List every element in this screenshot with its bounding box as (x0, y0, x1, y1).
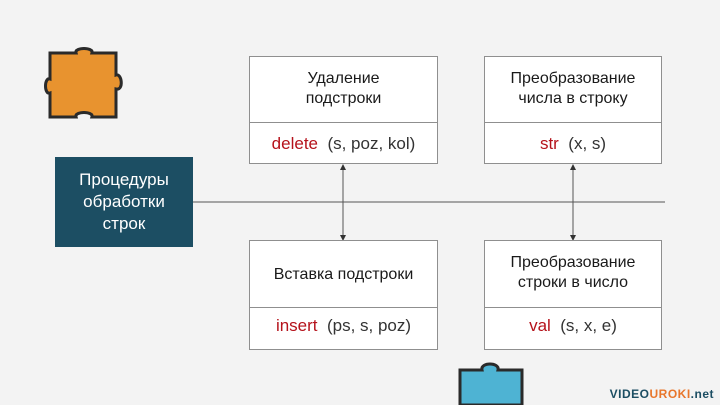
watermark-part3: .net (691, 387, 714, 401)
procedures-label: Процедуры обработки строк (79, 169, 169, 235)
card-insert-title: Вставка подстроки (250, 265, 437, 285)
card-insert-divider (250, 307, 437, 308)
card-val-args: (s, x, e) (560, 316, 617, 335)
card-str: Преобразование числа в строку str (x, s) (484, 56, 662, 164)
card-delete-divider (250, 122, 437, 123)
card-delete-title: Удаление подстроки (250, 69, 437, 109)
card-insert-fn: insert (276, 316, 318, 335)
arrow-up-str (570, 164, 576, 170)
watermark-part2: UROKI (649, 387, 690, 401)
card-val: Преобразование строки в число val (s, x,… (484, 240, 662, 350)
procedures-box: Процедуры обработки строк (55, 157, 193, 247)
card-val-title: Преобразование строки в число (485, 253, 661, 293)
card-str-signature: str (x, s) (485, 133, 661, 155)
card-str-args: (x, s) (568, 134, 606, 153)
card-delete-fn: delete (272, 134, 318, 153)
card-insert-args: (ps, s, poz) (327, 316, 411, 335)
arrow-up-delete (340, 164, 346, 170)
card-delete-args: (s, poz, kol) (327, 134, 415, 153)
card-str-fn: str (540, 134, 559, 153)
card-str-title: Преобразование числа в строку (485, 69, 661, 109)
card-str-divider (485, 122, 661, 123)
card-delete-signature: delete (s, poz, kol) (250, 133, 437, 155)
watermark-logo: VIDEOUROKI.net (610, 387, 714, 401)
card-insert: Вставка подстроки insert (ps, s, poz) (249, 240, 438, 350)
card-delete: Удаление подстроки delete (s, poz, kol) (249, 56, 438, 164)
card-val-signature: val (s, x, e) (485, 315, 661, 337)
card-val-divider (485, 307, 661, 308)
watermark-part1: VIDEO (610, 387, 650, 401)
card-val-fn: val (529, 316, 551, 335)
card-insert-signature: insert (ps, s, poz) (250, 315, 437, 337)
